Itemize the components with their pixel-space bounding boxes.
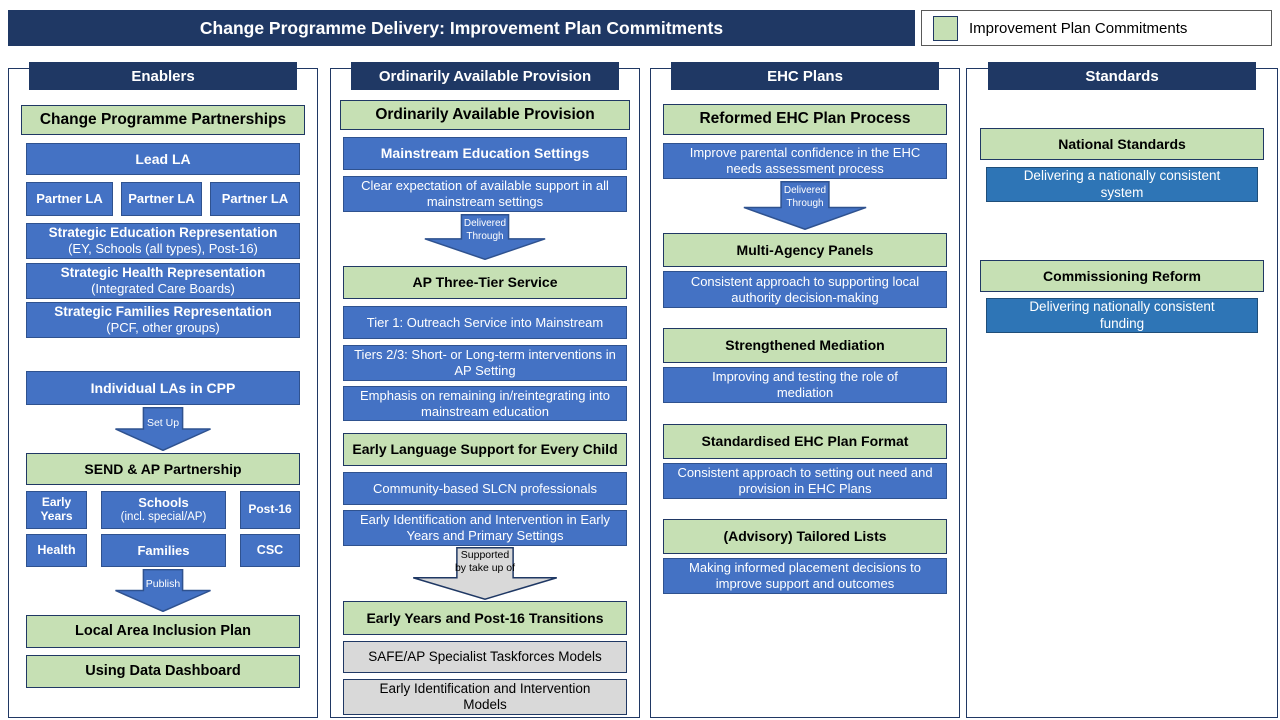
strategic-health-sub: (Integrated Care Boards)	[91, 281, 235, 297]
column-enablers: Enablers Change Programme Partnerships L…	[8, 62, 318, 718]
commissioning-reform-box: Commissioning Reform	[980, 260, 1264, 292]
strategic-families-box: Strategic Families Representation (PCF, …	[26, 302, 300, 338]
set-up-arrow: Set Up	[114, 407, 212, 451]
strengthened-mediation-box: Strengthened Mediation	[663, 328, 947, 363]
strategic-families-title: Strategic Families Representation	[54, 304, 272, 320]
down-arrow-icon	[114, 407, 212, 451]
column-ehc-plans: EHC Plans Reformed EHC Plan Process Impr…	[650, 62, 960, 718]
down-arrow-icon	[423, 214, 547, 260]
national-standards-desc-box: Delivering a nationally consistent syste…	[986, 167, 1258, 202]
health-box: Health	[26, 534, 87, 567]
tier1-box: Tier 1: Outreach Service into Mainstream	[343, 306, 627, 339]
strategic-families-sub: (PCF, other groups)	[106, 320, 220, 336]
panels-desc-box: Consistent approach to supporting local …	[663, 271, 947, 308]
ap-three-tier-box: AP Three-Tier Service	[343, 266, 627, 299]
legend-label: Improvement Plan Commitments	[969, 19, 1188, 37]
delivered-through-label: Delivered Through	[783, 185, 827, 209]
strategic-education-sub: (EY, Schools (all types), Post-16)	[68, 241, 258, 257]
lead-la-box: Lead LA	[26, 143, 300, 175]
legend-swatch	[933, 15, 958, 41]
csc-box: CSC	[240, 534, 300, 567]
transitions-box: Early Years and Post-16 Transitions	[343, 601, 627, 635]
column-standards-header: Standards	[988, 62, 1256, 90]
early-identification-box: Early Identification and Intervention in…	[343, 510, 627, 546]
local-area-inclusion-plan-box: Local Area Inclusion Plan	[26, 615, 300, 648]
partner-la-box: Partner LA	[121, 182, 202, 216]
down-arrow-icon	[114, 569, 212, 612]
title-bar: Change Programme Delivery: Improvement P…	[8, 10, 915, 46]
mediation-desc-box: Improving and testing the role of mediat…	[663, 367, 947, 403]
families-box: Families	[101, 534, 226, 567]
lists-desc-box: Making informed placement decisions to i…	[663, 558, 947, 594]
parental-confidence-box: Improve parental confidence in the EHC n…	[663, 143, 947, 179]
commissioning-desc-box: Delivering nationally consistent funding	[986, 298, 1258, 333]
clear-expectation-box: Clear expectation of available support i…	[343, 176, 627, 212]
tiers23-box: Tiers 2/3: Short- or Long-term intervent…	[343, 345, 627, 381]
column-oap-header: Ordinarily Available Provision	[351, 62, 619, 90]
oap-title-box: Ordinarily Available Provision	[340, 100, 630, 130]
down-arrow-icon	[742, 181, 868, 230]
safe-ap-models-box: SAFE/AP Specialist Taskforces Models	[343, 641, 627, 673]
schools-title: Schools	[138, 495, 189, 511]
early-years-box: Early Years	[26, 491, 87, 529]
down-arrow-icon	[411, 547, 559, 600]
send-ap-partnership-box: SEND & AP Partnership	[26, 453, 300, 485]
partnership-grid-row-1: Early Years Schools (incl. special/AP) P…	[26, 491, 300, 529]
column-standards: Standards National Standards Delivering …	[966, 62, 1278, 718]
using-data-dashboard-box: Using Data Dashboard	[26, 655, 300, 688]
supported-by-arrow: Supported by take up of	[411, 547, 559, 600]
change-programme-partnerships-box: Change Programme Partnerships	[21, 105, 305, 135]
publish-arrow-label: Publish	[145, 578, 181, 590]
slcn-box: Community-based SLCN professionals	[343, 472, 627, 505]
partnership-grid-row-2: Health Families CSC	[26, 534, 300, 567]
emphasis-box: Emphasis on remaining in/reintegrating i…	[343, 386, 627, 421]
delivered-through-arrow: Delivered Through	[742, 181, 868, 230]
reformed-ehc-box: Reformed EHC Plan Process	[663, 104, 947, 135]
partner-la-box: Partner LA	[26, 182, 113, 216]
legend: Improvement Plan Commitments	[921, 10, 1272, 46]
standardised-format-box: Standardised EHC Plan Format	[663, 424, 947, 459]
delivered-through-arrow: Delivered Through	[423, 214, 547, 260]
post-16-box: Post-16	[240, 491, 300, 529]
multi-agency-panels-box: Multi-Agency Panels	[663, 233, 947, 267]
schools-sub: (incl. special/AP)	[120, 510, 207, 523]
early-id-models-box: Early Identification and Intervention Mo…	[343, 679, 627, 715]
tailored-lists-box: (Advisory) Tailored Lists	[663, 519, 947, 554]
strategic-education-title: Strategic Education Representation	[48, 225, 278, 241]
set-up-arrow-label: Set Up	[146, 417, 180, 429]
page-title: Change Programme Delivery: Improvement P…	[199, 17, 724, 38]
individual-las-box: Individual LAs in CPP	[26, 371, 300, 405]
early-language-box: Early Language Support for Every Child	[343, 433, 627, 466]
strategic-education-box: Strategic Education Representation (EY, …	[26, 223, 300, 259]
strategic-health-box: Strategic Health Representation (Integra…	[26, 263, 300, 299]
delivered-through-label: Delivered Through	[463, 218, 507, 242]
national-standards-box: National Standards	[980, 128, 1264, 160]
column-ehc-header: EHC Plans	[671, 62, 939, 90]
schools-box: Schools (incl. special/AP)	[101, 491, 226, 529]
partner-la-row: Partner LA Partner LA Partner LA	[26, 182, 300, 216]
partner-la-box: Partner LA	[210, 182, 300, 216]
format-desc-box: Consistent approach to setting out need …	[663, 463, 947, 499]
publish-arrow: Publish	[114, 569, 212, 612]
supported-by-label: Supported by take up of	[454, 549, 516, 575]
column-ordinarily-available-provision: Ordinarily Available Provision Ordinaril…	[330, 62, 640, 718]
mainstream-settings-box: Mainstream Education Settings	[343, 137, 627, 170]
column-enablers-header: Enablers	[29, 62, 297, 90]
strategic-health-title: Strategic Health Representation	[60, 265, 266, 281]
